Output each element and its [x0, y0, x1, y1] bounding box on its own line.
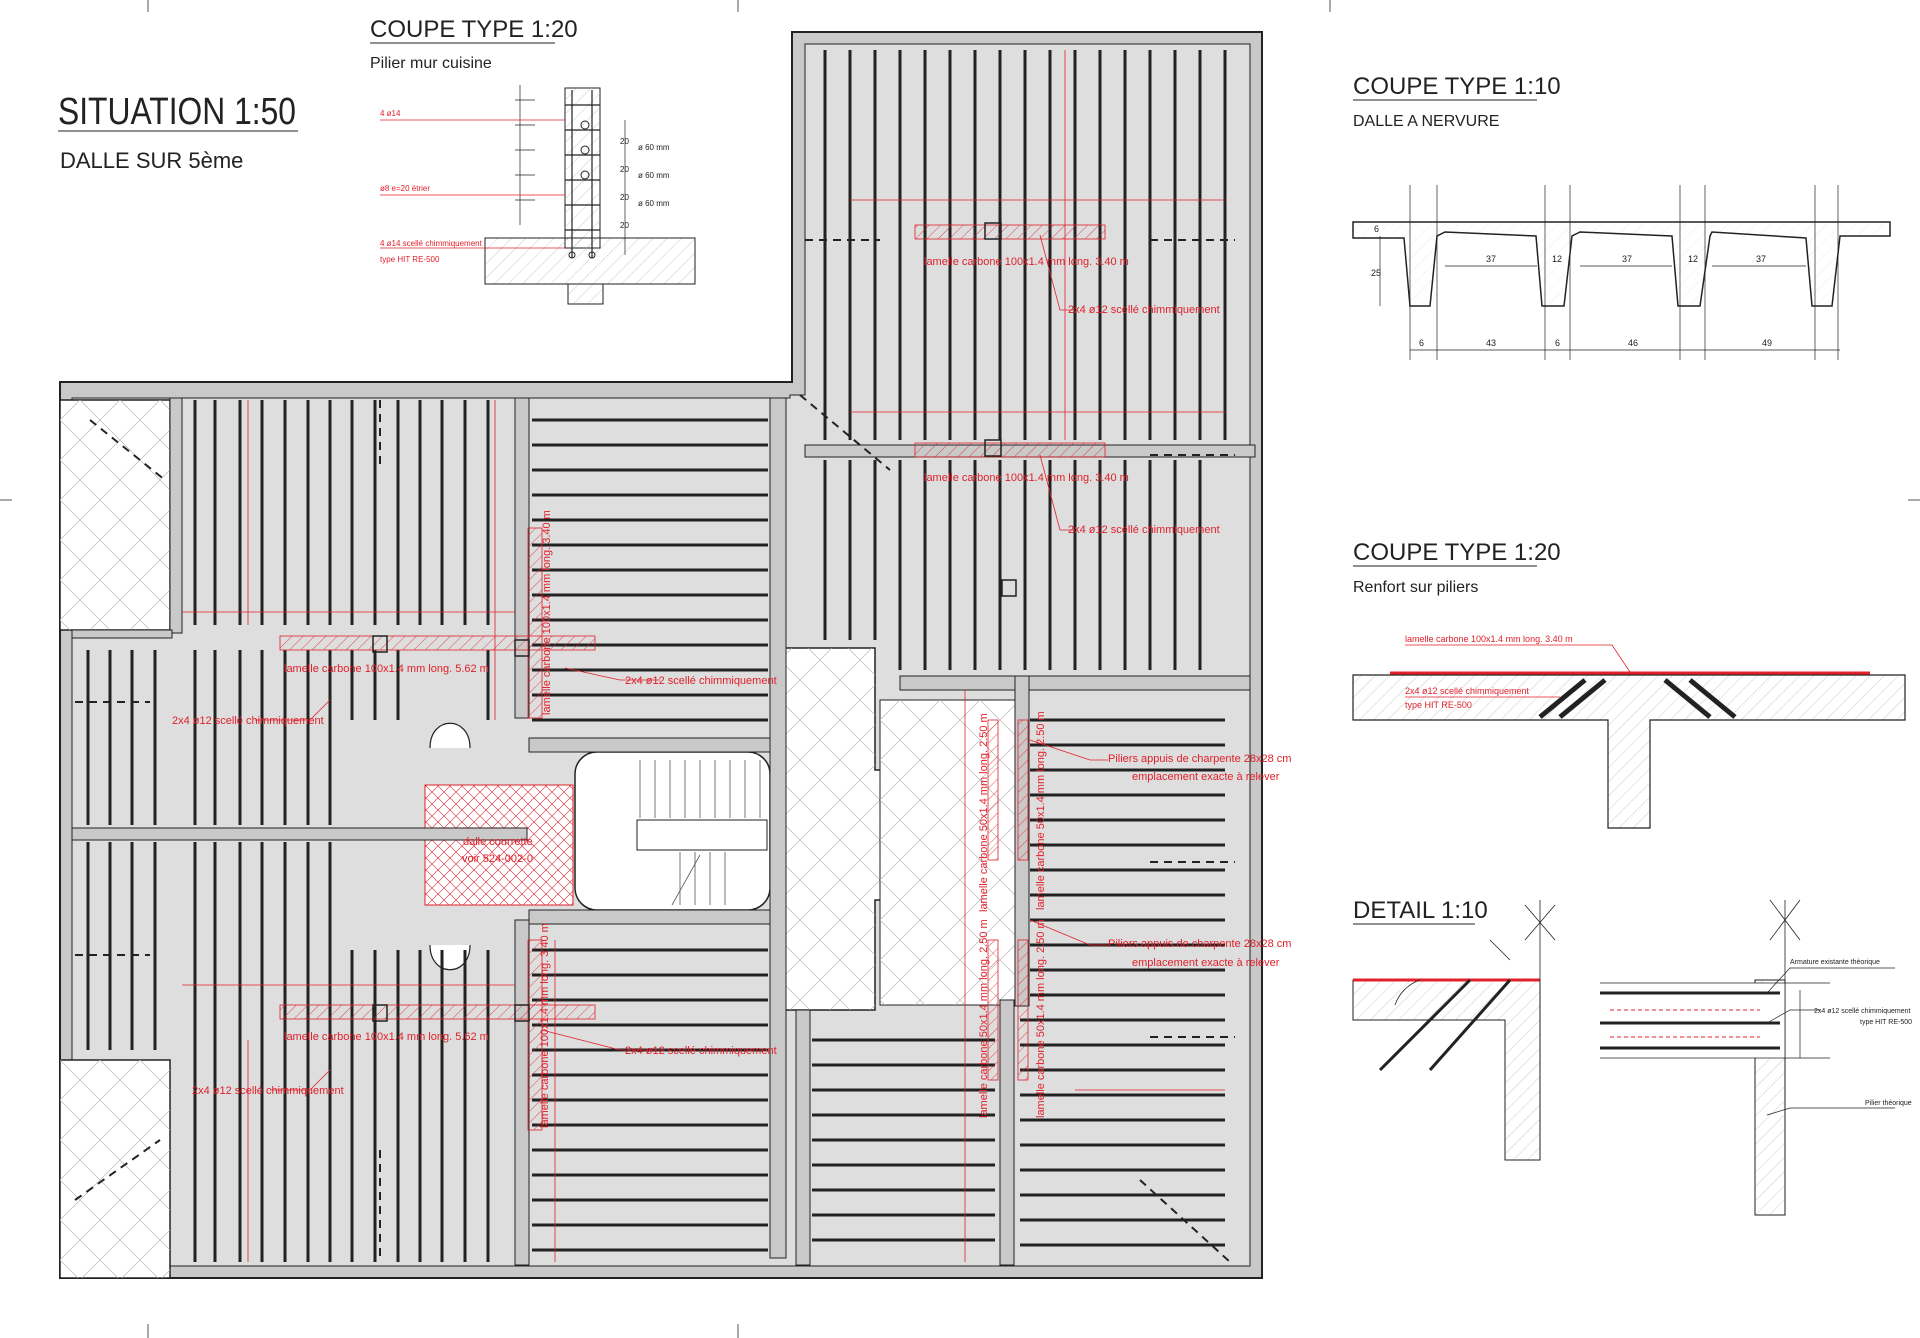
label-dalle-b: voir 524-002-0: [462, 853, 533, 865]
label-lamelle-340-v1: lamelle carbone 100x1.4 mm long. 3.40 m: [541, 510, 553, 715]
label-lamelle-250-v1: lamelle carbone 50x1.4 mm long. 2.50 m: [978, 713, 990, 912]
label-lamelle-562-b: lamelle carbone 100x1.4 mm long. 5.62 m: [284, 1031, 489, 1043]
detail-title: DETAIL 1:10: [1353, 897, 1488, 924]
coupe-piliers-title: COUPE TYPE 1:20: [1353, 539, 1561, 566]
detail-section: DETAIL 1:10: [1352, 897, 1912, 1216]
pilier-dim-6: 20: [620, 193, 629, 202]
coupe-piliers-section: COUPE TYPE 1:20 Renfort sur piliers lame…: [1352, 539, 1906, 829]
label-lamelle-340-v2: lamelle carbone 100x1.4 mm long. 3.40 m: [539, 923, 551, 1128]
nervure-dim-top-5: 37: [1756, 254, 1766, 264]
coupe-nervure-section: COUPE TYPE 1:10 DALLE A NERVURE 37 12 37…: [1352, 73, 1891, 360]
pilier-note-3: 4 ø14 scellé chimmiquement: [380, 239, 483, 248]
pilier-dim-5: 20: [620, 165, 629, 174]
label-scelle-3: 2x4 ø12 scellé chimmiquement: [625, 1045, 777, 1057]
nervure-dim-bottom-5: 49: [1762, 338, 1772, 348]
label-piliers-1a: Piliers appuis de charpente 28x28 cm: [1108, 753, 1291, 765]
pilier-note-1: 4 ø14: [380, 109, 401, 118]
pilier-dim-4: 20: [620, 137, 629, 146]
detail-note-1: Armature existante théorique: [1790, 959, 1880, 966]
pilier-dim-1: ø 60 mm: [638, 143, 670, 152]
carbon-strips: [279, 224, 1106, 1131]
coupe-piliers-subtitle: Renfort sur piliers: [1353, 579, 1478, 596]
detail-note-2: 2x4 ø12 scellé chimmiquement: [1814, 1008, 1911, 1015]
nervure-dim-side-2: 25: [1371, 268, 1381, 278]
pilier-note-2: ø8 e=20 étrier: [380, 184, 430, 193]
situation-title: SITUATION 1:50: [58, 91, 296, 133]
label-scelle-4: 2x4 ø12 scellé chimmiquement: [192, 1085, 344, 1097]
nervure-dim-top-1: 37: [1486, 254, 1496, 264]
nervure-dim-top-4: 12: [1688, 254, 1698, 264]
detail-note-3: type HIT RE-500: [1860, 1019, 1912, 1026]
nervure-dim-bottom-3: 6: [1555, 338, 1560, 348]
floor-plan: lamelle carbone 100x1.4 mm long. 5.62 m …: [59, 31, 1291, 1279]
detail-note-4: Pilier théorique: [1865, 1100, 1912, 1107]
joists-middle: [532, 418, 768, 1252]
nervure-dim-bottom-1: 6: [1419, 338, 1424, 348]
nervure-dim-top-3: 37: [1622, 254, 1632, 264]
label-scelle-2: 2x4 ø12 scellé chimmiquement: [172, 715, 324, 727]
joists-left-upper: [86, 400, 490, 825]
joists-right-upper: [823, 50, 1227, 670]
situation-title-block: SITUATION 1:50 DALLE SUR 5ème: [58, 91, 298, 173]
piliers-note-3: type HIT RE-500: [1405, 700, 1472, 710]
coupe-pilier-section: COUPE TYPE 1:20 Pilier mur cuisine: [370, 16, 696, 305]
nervure-dim-bottom-4: 46: [1628, 338, 1638, 348]
label-scelle-1: 2x4 ø12 scellé chimmiquement: [625, 675, 777, 687]
label-piliers-1b: emplacement exacte à relever: [1132, 771, 1280, 783]
nervure-dim-side-1: 6: [1374, 224, 1379, 234]
coupe-pilier-title: COUPE TYPE 1:20: [370, 16, 578, 43]
label-piliers-2a: Piliers appuis de charpente 28x28 cm: [1108, 938, 1291, 950]
piliers-note-2: 2x4 ø12 scellé chimmiquement: [1405, 686, 1530, 696]
pilier-dim-7: 20: [620, 221, 629, 230]
pilier-dim-2: ø 60 mm: [638, 171, 670, 180]
label-scelle-5: 2x4 ø12 scellé chimmiquement: [1068, 304, 1220, 316]
situation-subtitle: DALLE SUR 5ème: [60, 148, 243, 173]
joists-left-lower: [86, 842, 490, 1262]
joists-right-lower: [812, 718, 1225, 1247]
coupe-nervure-title: COUPE TYPE 1:10: [1353, 73, 1561, 100]
label-lamelle-250-v2: lamelle carbone 50x1.4 mm long. 2.50 m: [1035, 711, 1047, 910]
label-lamelle-562-a: lamelle carbone 100x1.4 mm long. 5.62 m: [284, 663, 489, 675]
label-lamelle-340-a: lamelle carbone 100x1.4 mm long. 3.40 m: [924, 256, 1129, 268]
label-lamelle-250-v4: lamelle carbone 50x1.4 mm long. 2.50 m: [1035, 919, 1047, 1118]
nervure-dim-top-2: 12: [1552, 254, 1562, 264]
label-lamelle-340-b: lamelle carbone 100x1.4 mm long. 3.40 m: [924, 472, 1129, 484]
coupe-pilier-subtitle: Pilier mur cuisine: [370, 55, 492, 72]
label-lamelle-250-v3: lamelle carbone 50x1.4 mm long. 2.50 m: [978, 919, 990, 1118]
piliers-note-1: lamelle carbone 100x1.4 mm long. 3.40 m: [1405, 634, 1573, 644]
coupe-nervure-subtitle: DALLE A NERVURE: [1353, 113, 1499, 130]
pilier-dim-3: ø 60 mm: [638, 199, 670, 208]
label-scelle-6: 2x4 ø12 scellé chimmiquement: [1068, 524, 1220, 536]
nervure-dim-bottom-2: 43: [1486, 338, 1496, 348]
pilier-note-4: type HIT RE-500: [380, 255, 440, 264]
label-piliers-2b: emplacement exacte à relever: [1132, 957, 1280, 969]
label-dalle-a: dalle courrette: [463, 836, 533, 848]
